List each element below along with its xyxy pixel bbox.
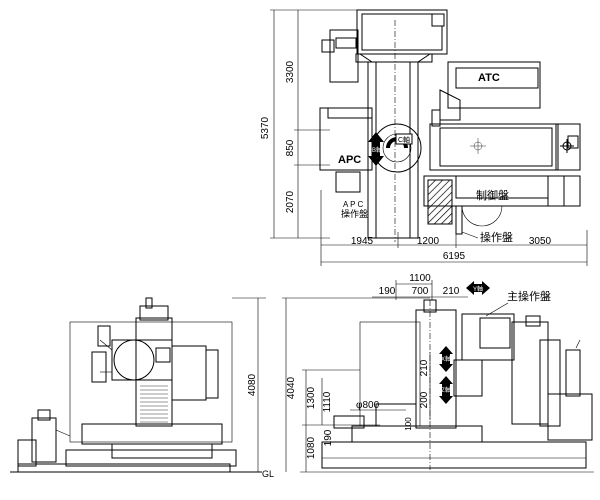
- label-y-axis: Y軸: [473, 285, 483, 293]
- dim-w210: 210: [443, 286, 460, 297]
- dim-h190: 190: [323, 429, 334, 446]
- label-apc-panel-1: A P C: [343, 200, 364, 209]
- plan-vertical-dimensions: 5370 3300 850 2070: [260, 9, 360, 239]
- label-control-panel: 制御盤: [476, 188, 509, 202]
- dim-h210: 210: [419, 359, 430, 376]
- dim-w700: 700: [412, 286, 429, 297]
- dim-h1080: 1080: [306, 436, 317, 459]
- dim-w190: 190: [379, 286, 396, 297]
- dim-width-right: 3050: [529, 236, 552, 247]
- label-apc: APC: [338, 154, 361, 166]
- label-main-panel: 主操作盤: [507, 289, 551, 303]
- dim-h1300: 1300: [306, 386, 317, 409]
- dim-width-left: 1945: [351, 236, 374, 247]
- label-c-axis: C軸: [398, 135, 410, 144]
- label-x-axis: X軸: [441, 355, 451, 363]
- dim-total-width: 6195: [443, 251, 466, 262]
- label-gl: GL: [262, 469, 274, 479]
- dim-upper-depth: 3300: [285, 60, 296, 83]
- dim-lower-depth: 2070: [285, 190, 296, 213]
- dim-width-mid: 1200: [417, 236, 440, 247]
- front-view: 4080 GL: [10, 297, 274, 479]
- dim-mid-depth: 850: [285, 139, 296, 156]
- label-b-axis: B軸: [372, 146, 382, 154]
- plan-horizontal-dimensions: 1945 1200 3050 6195: [320, 190, 588, 266]
- plan-view: 5370 3300 850 2070 1945 1200 3050 6195: [260, 9, 588, 266]
- label-atc: ATC: [478, 72, 500, 84]
- dim-top-width: 1100: [409, 273, 431, 284]
- dim-h200: 200: [419, 391, 430, 408]
- side-view: 1100 190 700 210 Y軸 主操作盤 4040 1300 1110 …: [282, 273, 594, 473]
- dim-h1110: 1110: [322, 391, 333, 412]
- dim-total-depth: 5370: [260, 116, 271, 139]
- column-bellows: [140, 385, 168, 423]
- label-z-axis: Z軸: [441, 386, 451, 394]
- label-operation-panel: 操作盤: [480, 230, 513, 244]
- label-apc-panel-2: 操作盤: [341, 208, 368, 219]
- dim-dia800: φ800: [356, 400, 380, 411]
- dim-front-total-height: 4080: [247, 373, 258, 396]
- dim-h100: 100: [404, 417, 413, 431]
- dim-h4040: 4040: [286, 376, 297, 399]
